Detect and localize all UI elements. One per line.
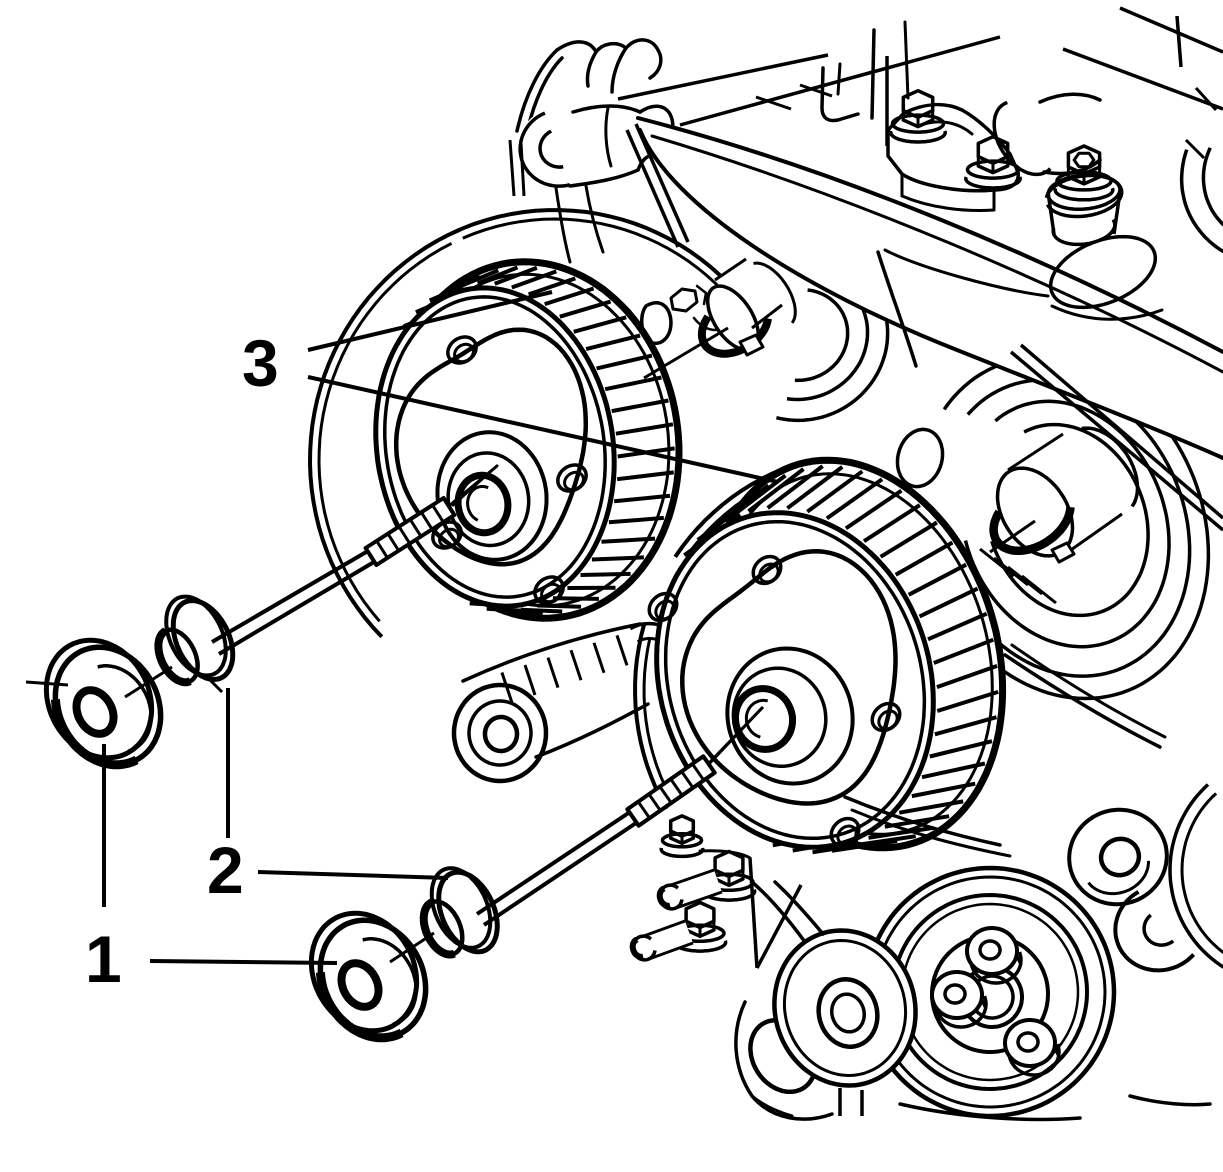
svg-text:3: 3	[242, 326, 279, 400]
svg-text:1: 1	[85, 922, 122, 996]
svg-text:2: 2	[207, 833, 244, 907]
